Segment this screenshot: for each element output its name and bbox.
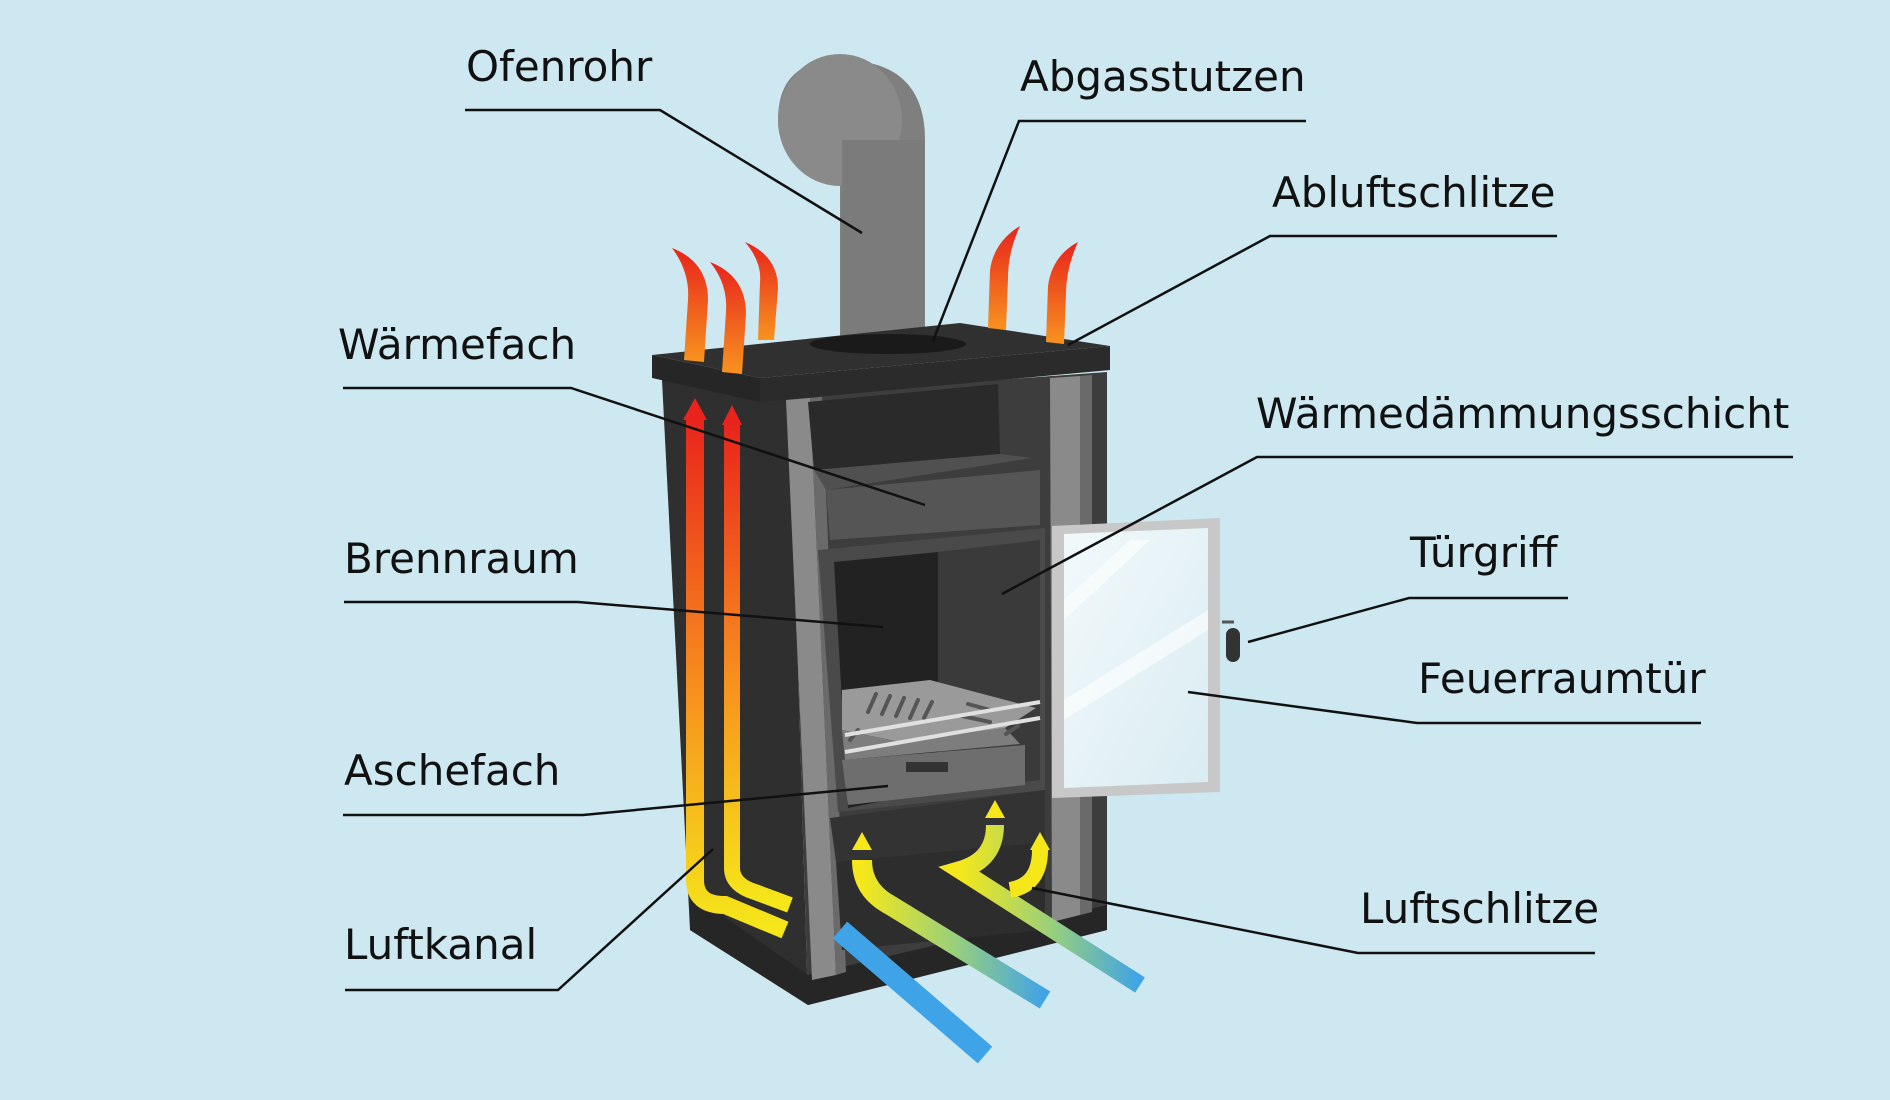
- label-brennraum: Brennraum: [344, 534, 579, 583]
- label-luftkanal: Luftkanal: [344, 920, 538, 969]
- leader-line-luftkanal: [345, 848, 714, 992]
- heat-compartment: [808, 384, 1040, 540]
- leader-line-luftschlitze: [1031, 886, 1595, 955]
- leader-lines: [343, 108, 1793, 992]
- leader-line-waermedaemmungsschicht: [1001, 455, 1793, 596]
- label-luftschlitze: Luftschlitze: [1360, 884, 1600, 933]
- stove-top-plate: [652, 323, 1110, 402]
- label-feuerraumtuer: Feuerraumtür: [1418, 654, 1706, 703]
- exhaust-flames: [672, 226, 1078, 374]
- door-handle: [1222, 620, 1240, 662]
- cold-air-arrows: [832, 800, 1145, 1064]
- leader-line-tuergriff: [1247, 596, 1568, 644]
- label-waermedaemmungsschicht: Wärmedämmungsschicht: [1256, 389, 1790, 438]
- leader-line-abluftschlitze: [1067, 234, 1557, 347]
- leader-line-aschefach: [343, 784, 889, 817]
- leader-line-waermefach: [343, 386, 926, 507]
- leader-line-brennraum: [344, 600, 884, 629]
- label-abgasstutzen: Abgasstutzen: [1020, 52, 1306, 101]
- grate: [842, 680, 1041, 805]
- leader-line-ofenrohr: [465, 108, 863, 235]
- label-waermefach: Wärmefach: [338, 320, 577, 369]
- label-aschefach: Aschefach: [344, 746, 561, 795]
- label-tuergriff: Türgriff: [1410, 528, 1558, 577]
- leader-line-abgasstutzen: [931, 119, 1306, 342]
- label-ofenrohr: Ofenrohr: [466, 42, 653, 91]
- label-abluftschlitze: Abluftschlitze: [1272, 168, 1556, 217]
- air-channel-arrows: [683, 398, 793, 939]
- stove-pipe: [778, 54, 925, 345]
- firebox-door: [1052, 518, 1220, 798]
- leader-line-feuerraumtuer: [1187, 690, 1701, 725]
